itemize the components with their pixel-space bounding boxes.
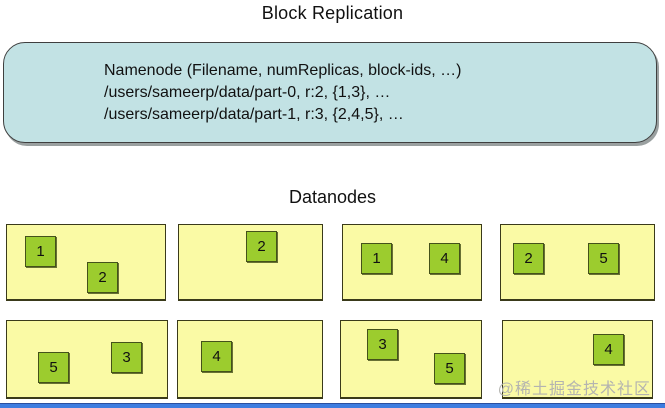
datanode-2: 2 bbox=[178, 224, 323, 301]
block-2: 2 bbox=[87, 262, 118, 293]
block-5: 5 bbox=[588, 243, 619, 274]
block-5: 5 bbox=[434, 353, 465, 384]
block-4: 4 bbox=[429, 243, 460, 274]
datanode-8: 4 bbox=[502, 320, 653, 399]
datanode-6: 4 bbox=[177, 320, 323, 399]
bottom-bar bbox=[0, 403, 665, 408]
block-2: 2 bbox=[513, 243, 544, 274]
datanodes-label: Datanodes bbox=[288, 187, 377, 207]
namenode-line-1: Namenode (Filename, numReplicas, block-i… bbox=[104, 62, 462, 79]
block-1: 1 bbox=[361, 243, 392, 274]
watermark: @稀土掘金技术社区 bbox=[497, 381, 651, 398]
block-1: 1 bbox=[25, 236, 56, 267]
block-3: 3 bbox=[111, 342, 142, 373]
block-4: 4 bbox=[593, 334, 624, 365]
block-4: 4 bbox=[201, 341, 232, 372]
namenode-line-3: /users/sameerp/data/part-1, r:3, {2,4,5}… bbox=[104, 106, 404, 123]
block-5: 5 bbox=[38, 352, 69, 383]
namenode-line-2: /users/sameerp/data/part-0, r:2, {1,3}, … bbox=[104, 84, 391, 101]
block-3: 3 bbox=[367, 329, 398, 360]
block-2: 2 bbox=[246, 231, 277, 262]
namenode-box: Namenode (Filename, numReplicas, block-i… bbox=[3, 42, 657, 143]
diagram-title: Block Replication bbox=[261, 3, 404, 23]
namenode-text: Namenode (Filename, numReplicas, block-i… bbox=[104, 60, 461, 126]
